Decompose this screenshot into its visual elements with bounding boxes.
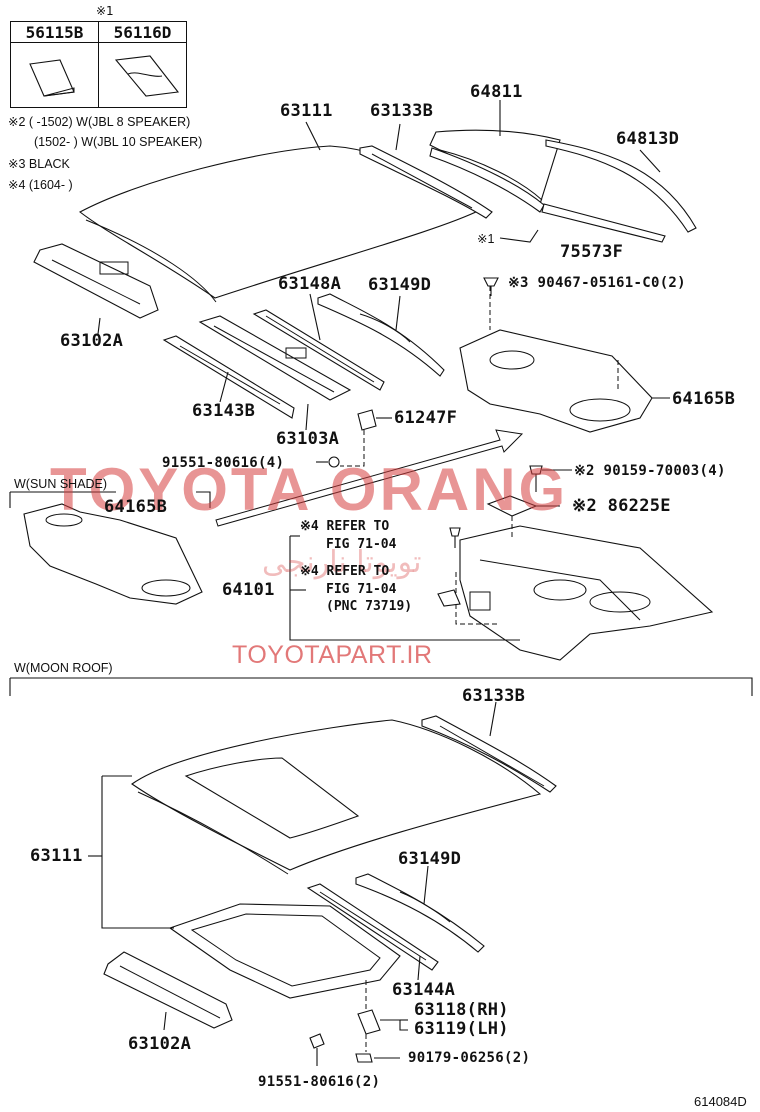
part-64165B-left-drawing (23, 503, 203, 605)
header-col2: 56116D (98, 21, 187, 43)
moon-roof-section-frame (9, 677, 753, 696)
part-63144A-drawing (306, 883, 439, 981)
part-63143B-drawing (162, 335, 295, 419)
label-63102A-bottom[interactable]: 63102A (128, 1034, 192, 1054)
watermark-brand: TOYOTA ORANG (50, 456, 569, 523)
part-64811-drawing (429, 100, 561, 213)
part-63102A-bottom-drawing (103, 951, 233, 1031)
refer-2-line3: (PNC 73719) (326, 599, 413, 614)
label-63103A[interactable]: 63103A (276, 429, 340, 449)
note-jbl8: ※2 ( -1502) W(JBL 8 SPEAKER) (8, 115, 191, 129)
label-63118[interactable]: 63118(RH) (414, 1000, 509, 1020)
part-63133B-bottom-drawing (421, 701, 557, 793)
refer-2-line2: FIG 71-04 (326, 582, 397, 597)
watermark-persian: تويوتا نارنجی (262, 545, 422, 580)
label-63102A-top[interactable]: 63102A (60, 331, 124, 351)
label-63149D-bottom[interactable]: 63149D (398, 849, 462, 869)
label-63119[interactable]: 63119(LH) (414, 1019, 509, 1039)
label-90467[interactable]: ※3 90467-05161-C0(2) (508, 275, 686, 291)
part-64165B-right-drawing (459, 286, 670, 433)
part-63103A-drawing (198, 315, 352, 431)
refer-2-line1: ※4 REFER TO (300, 564, 390, 579)
refer-1-line1: ※4 REFER TO (300, 519, 390, 534)
label-75573F[interactable]: 75573F (560, 242, 624, 262)
clip-refer-drawing (437, 527, 461, 607)
bracket-63118-drawing (357, 980, 408, 1052)
label-64165B-right[interactable]: 64165B (672, 389, 736, 409)
part-86225E-drawing (486, 495, 560, 540)
part-61247F-drawing (340, 409, 392, 467)
label-63148A[interactable]: 63148A (278, 274, 342, 294)
label-63143B[interactable]: 63143B (192, 401, 256, 421)
bolt-91551-top-drawing (316, 456, 340, 468)
section-moon-roof: W(MOON ROOF) (14, 661, 113, 675)
label-64813D[interactable]: 64813D (616, 129, 680, 149)
part-64101-drawing (289, 525, 714, 661)
header-pic2 (98, 42, 187, 108)
label-91551-bottom[interactable]: 91551-80616(2) (258, 1074, 381, 1090)
figure-id: 614084D (694, 1094, 747, 1109)
sun-shade-section-frame (9, 491, 211, 508)
moon-roof-frame-drawing (88, 775, 401, 999)
label-61247F[interactable]: 61247F (394, 408, 458, 428)
part-64813D-drawing (545, 139, 697, 233)
header-mark: ※1 (96, 4, 114, 18)
label-90179[interactable]: 90179-06256(2) (408, 1050, 531, 1066)
note-black: ※3 BLACK (8, 157, 70, 171)
label-64811[interactable]: 64811 (470, 82, 523, 102)
label-63111-top[interactable]: 63111 (280, 101, 333, 121)
part-63149D-bottom-drawing (355, 865, 485, 953)
nut-90179-drawing (355, 1053, 400, 1063)
clip-90467-drawing (483, 277, 499, 296)
label-90159[interactable]: ※2 90159-70003(4) (574, 463, 726, 479)
label-86225E[interactable]: ※2 86225E (572, 496, 671, 516)
header-col1: 56115B (10, 21, 99, 43)
label-64165B-left[interactable]: 64165B (104, 497, 168, 517)
note-date: ※4 (1604- ) (8, 178, 73, 192)
screw-90159-drawing (529, 465, 572, 492)
label-75573F-mark: ※1 (477, 232, 495, 246)
part-63148A-drawing (252, 293, 385, 391)
direction-arrow (215, 429, 524, 527)
label-63144A[interactable]: 63144A (392, 980, 456, 1000)
part-63133B-top-drawing (359, 123, 493, 219)
roof-panel-63111-bottom-drawing (131, 719, 542, 875)
note-jbl10: (1502- ) W(JBL 10 SPEAKER) (34, 135, 203, 149)
header-pic1 (10, 42, 99, 108)
part-63149D-top-drawing (317, 293, 445, 377)
header-part-table: 56115B 56116D (10, 21, 187, 108)
label-63133B-top[interactable]: 63133B (370, 101, 434, 121)
label-63133B-bottom[interactable]: 63133B (462, 686, 526, 706)
label-63149D-top[interactable]: 63149D (368, 275, 432, 295)
watermark-url: TOYOTAPART.IR (232, 641, 433, 669)
part-75573F-drawing (499, 203, 666, 243)
bolt-91551-bottom-drawing (309, 1033, 325, 1066)
section-sun-shade: W(SUN SHADE) (14, 477, 108, 491)
label-91551-top[interactable]: 91551-80616(4) (162, 455, 285, 471)
refer-1-line2: FIG 71-04 (326, 537, 397, 552)
label-63111-bottom[interactable]: 63111 (30, 846, 83, 866)
part-63102A-top-drawing (33, 243, 159, 335)
label-64101[interactable]: 64101 (222, 580, 275, 600)
